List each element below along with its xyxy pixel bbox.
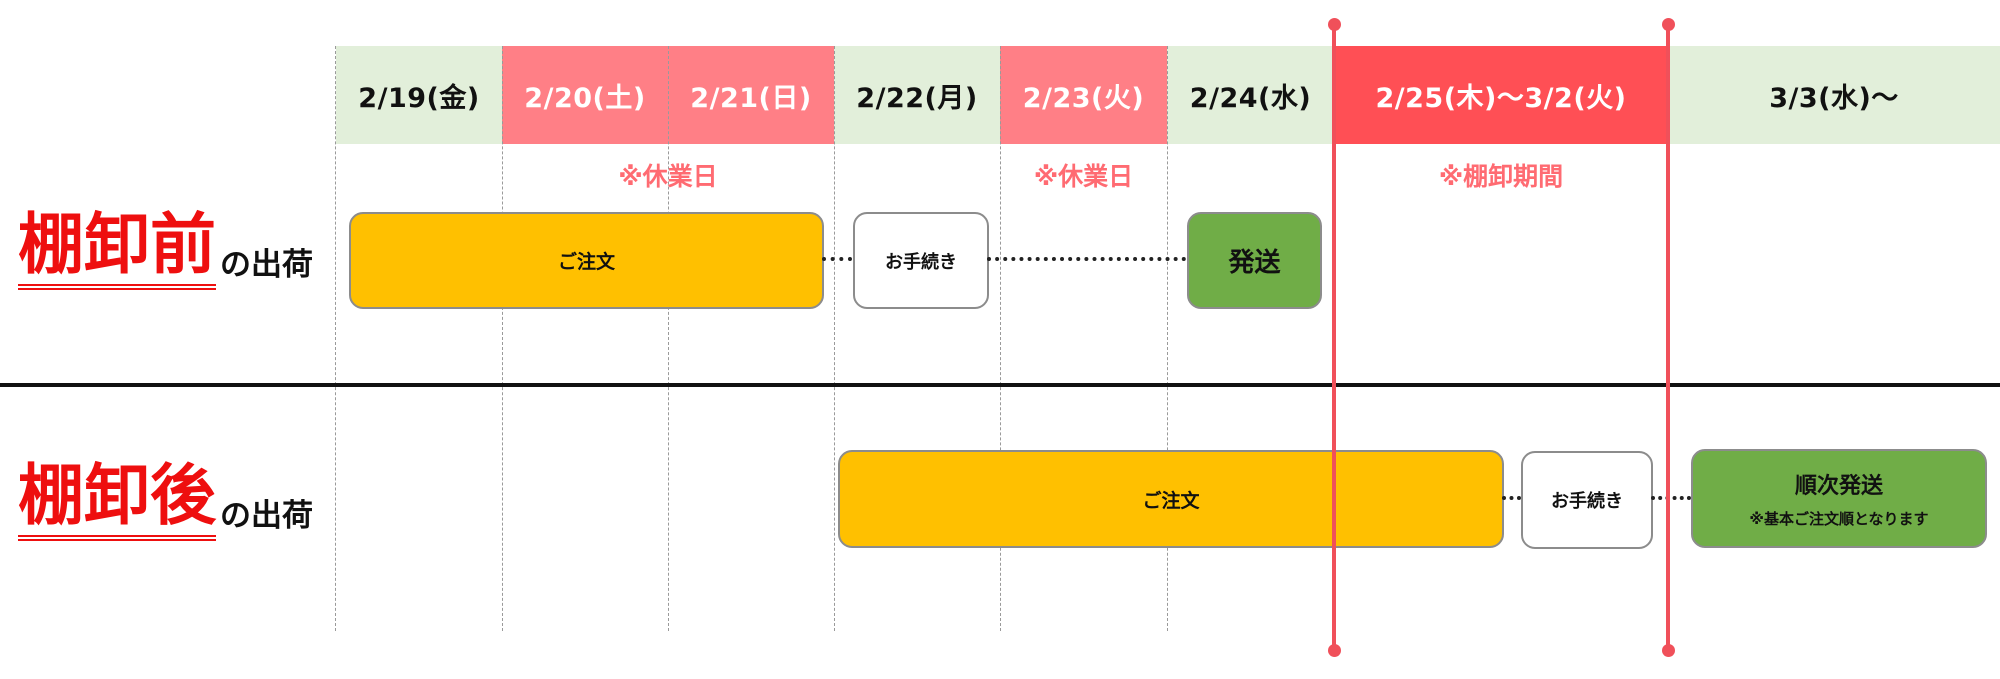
header-day-0220: 2/20(土) xyxy=(502,46,668,144)
inventory-period-note: ※棚卸期間 xyxy=(1438,162,1564,191)
column-separator xyxy=(502,46,503,631)
order-box-after: ご注文 xyxy=(838,450,1504,548)
connector-dots xyxy=(822,257,852,261)
header-day-0223: 2/23(火) xyxy=(1000,46,1167,144)
title-sub-after: の出荷 xyxy=(220,498,313,534)
column-separator xyxy=(834,46,835,631)
title-main-before: 棚卸前 xyxy=(18,212,216,290)
procedure-box-after: お手続き xyxy=(1521,451,1653,549)
connector-dots xyxy=(1502,496,1521,500)
header-day-0224: 2/24(水) xyxy=(1167,46,1334,144)
order-box-before: ご注文 xyxy=(349,212,824,309)
holiday-note: ※休業日 xyxy=(1033,162,1134,191)
ship-box-before: 発送 xyxy=(1187,212,1322,309)
connector-dots xyxy=(987,257,1186,261)
header-day-0222: 2/22(月) xyxy=(834,46,1000,144)
order-label: ご注文 xyxy=(1142,489,1200,512)
line-endpoint xyxy=(1662,644,1675,657)
column-separator xyxy=(335,46,336,631)
header-day-0303: 3/3(水)～ xyxy=(1668,46,2000,144)
title-main-after: 棚卸後 xyxy=(18,463,216,541)
header-inventory-period: 2/25(木)～3/2(火) xyxy=(1334,46,1668,144)
section-title-after: 棚卸後 の出荷 xyxy=(18,463,313,541)
procedure-label: お手続き xyxy=(1551,491,1623,512)
holiday-note: ※休業日 xyxy=(618,162,718,191)
title-sub-before: の出荷 xyxy=(220,247,313,283)
inventory-end-line xyxy=(1666,25,1670,651)
column-separator xyxy=(668,46,669,631)
procedure-box-before: お手続き xyxy=(853,212,989,309)
ship-note: ※基本ご注文順となります xyxy=(1749,510,1929,528)
line-endpoint xyxy=(1328,18,1341,31)
ship-box-after: 順次発送 ※基本ご注文順となります xyxy=(1691,449,1987,548)
section-title-before: 棚卸前 の出荷 xyxy=(18,212,313,290)
ship-label: 順次発送 xyxy=(1794,474,1883,499)
ship-label: 発送 xyxy=(1228,248,1281,278)
header-day-0221: 2/21(日) xyxy=(668,46,834,144)
connector-dots xyxy=(1651,496,1691,500)
line-endpoint xyxy=(1328,644,1341,657)
column-separator xyxy=(1167,46,1168,631)
order-label: ご注文 xyxy=(557,251,615,273)
line-endpoint xyxy=(1662,18,1675,31)
header-day-0219: 2/19(金) xyxy=(336,46,502,144)
procedure-label: お手続き xyxy=(885,251,957,273)
column-separator xyxy=(1000,46,1001,631)
section-divider xyxy=(0,383,2000,387)
inventory-start-line xyxy=(1332,25,1336,651)
